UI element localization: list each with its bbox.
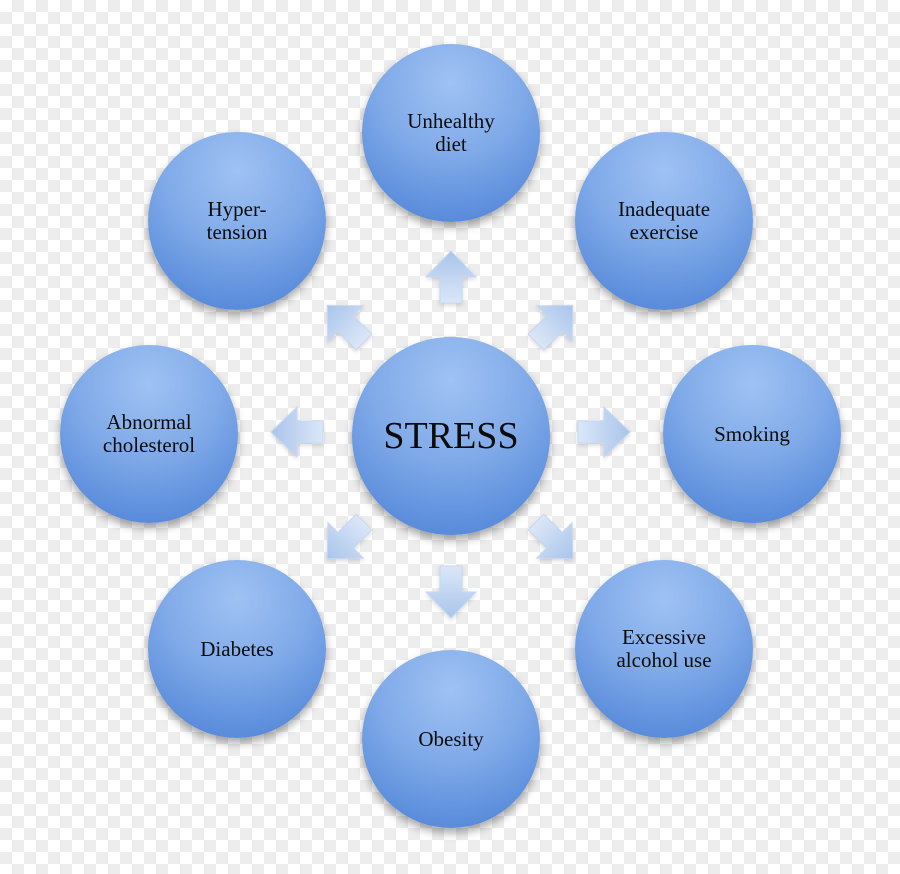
arrow-down-icon (419, 558, 483, 622)
arrow-up-left-icon (315, 293, 379, 357)
node-label: Smoking (714, 421, 790, 446)
node-label: Abnormal cholesterol (102, 410, 196, 457)
arrow-down-left-icon (315, 507, 379, 571)
node-abnormal-cholesterol: Abnormal cholesterol (60, 345, 238, 523)
node-label: Inadequate exercise (617, 197, 711, 244)
arrow-left-icon (267, 400, 331, 464)
node-smoking: Smoking (663, 345, 841, 523)
node-diabetes: Diabetes (148, 560, 326, 738)
arrow-up-icon (419, 247, 483, 311)
node-label: Hyper- tension (206, 197, 268, 244)
node-label: Unhealthy diet (407, 109, 495, 156)
node-excessive-alcohol-use: Excessive alcohol use (575, 560, 753, 738)
node-obesity: Obesity (362, 650, 540, 828)
center-label: STRESS (383, 415, 519, 457)
node-unhealthy-diet: Unhealthy diet (362, 44, 540, 222)
node-stress-center: STRESS (352, 337, 550, 535)
node-label: Obesity (418, 726, 484, 751)
node-label: Diabetes (200, 636, 274, 661)
node-hypertension: Hyper- tension (148, 132, 326, 310)
arrow-down-right-icon (521, 507, 585, 571)
node-inadequate-exercise: Inadequate exercise (575, 132, 753, 310)
node-label: Excessive alcohol use (616, 625, 712, 672)
arrow-up-right-icon (521, 293, 585, 357)
arrow-right-icon (570, 400, 634, 464)
